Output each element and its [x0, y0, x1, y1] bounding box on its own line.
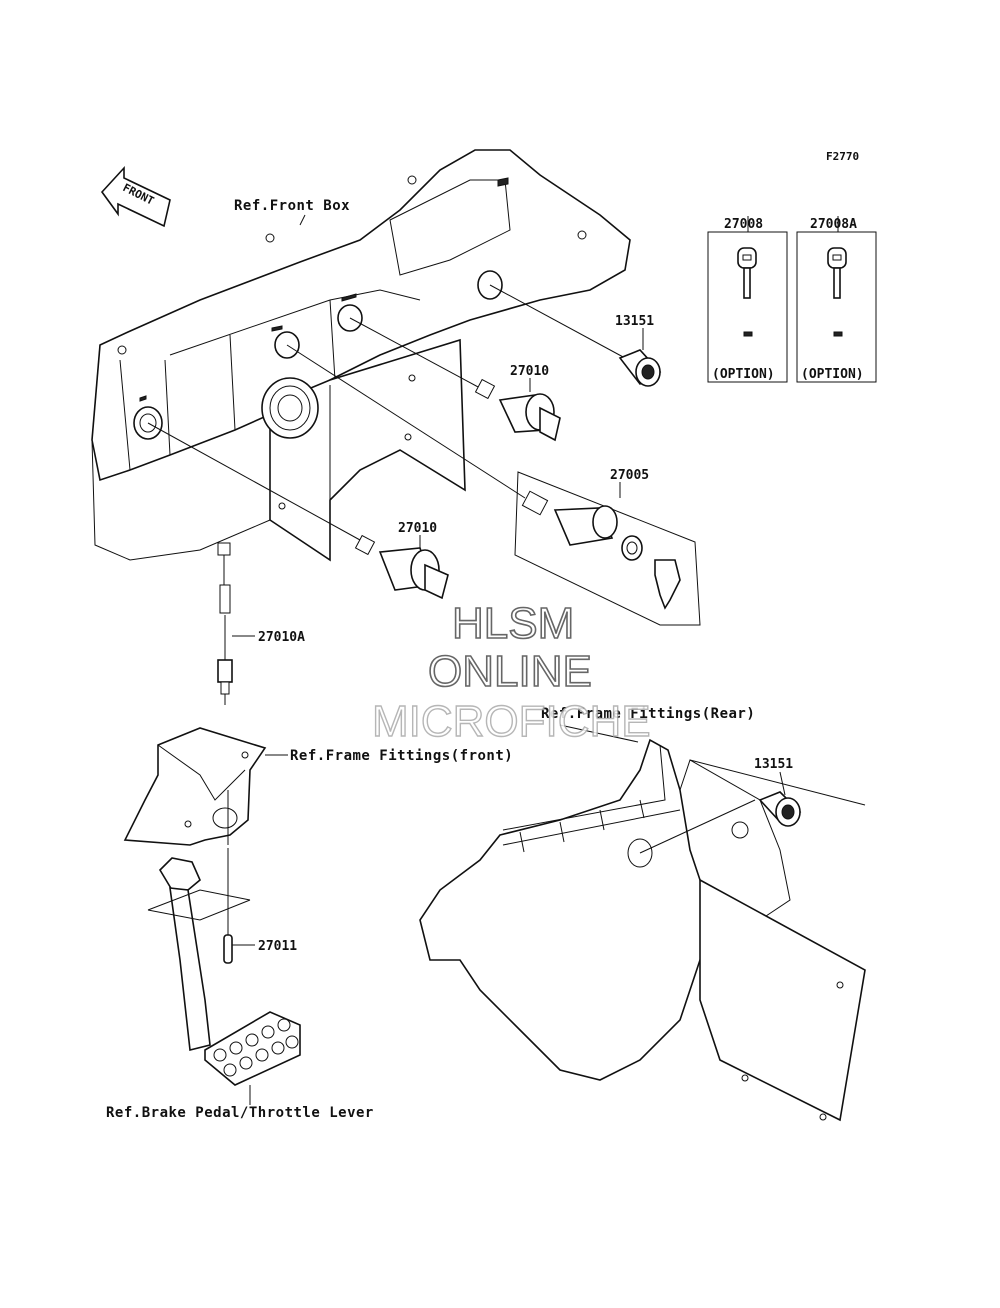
- key-icon: [737, 247, 757, 337]
- frame-fitting-front: [123, 727, 288, 846]
- watermark-line1: HLSM: [452, 599, 574, 648]
- ref-frame-fittings-rear: Ref.Frame Fittings(Rear): [541, 706, 755, 722]
- part-label-27011: 27011: [258, 939, 297, 954]
- ref-front-box: Ref.Front Box: [234, 198, 350, 214]
- key-icon: [827, 247, 847, 337]
- figure-code: F2770: [826, 150, 859, 163]
- part-label-27010A: 27010A: [258, 630, 305, 645]
- ref-frame-fittings-front: Ref.Frame Fittings(front): [290, 748, 513, 764]
- watermark-line3: MICROFICHE: [372, 697, 651, 746]
- part-label-27008: 27008: [724, 217, 763, 232]
- part-label-13151-rear: 13151: [754, 757, 793, 772]
- option-note-27008: (OPTION): [712, 367, 775, 382]
- frame-fitting-rear: [419, 724, 866, 1122]
- dashboard-panel: [91, 149, 631, 562]
- part-13151-rear-socket: [758, 771, 802, 827]
- part-27011-spring: [223, 934, 233, 964]
- leader-lines: [147, 214, 644, 548]
- option-box-27008A: (OPTION): [796, 216, 877, 383]
- part-label-27010-lower: 27010: [398, 521, 437, 536]
- part-label-27008A: 27008A: [810, 217, 857, 232]
- part-13151-socket: [618, 349, 662, 387]
- part-27005-ignition-switch: [514, 471, 701, 626]
- watermark-line2: ONLINE: [428, 647, 592, 696]
- option-box-27008: (OPTION): [707, 216, 788, 383]
- part-label-27010-upper: 27010: [510, 364, 549, 379]
- part-27010A-brake-switch: [217, 542, 255, 705]
- pedal-pad-holes: [213, 1018, 299, 1077]
- brake-pedal: [147, 848, 301, 1105]
- ref-brake-pedal: Ref.Brake Pedal/Throttle Lever: [106, 1105, 374, 1121]
- part-27010-upper-switch: [474, 378, 561, 442]
- front-arrow-icon: FRONT: [100, 165, 171, 228]
- part-label-27005: 27005: [610, 468, 649, 483]
- part-label-13151-top: 13151: [615, 314, 654, 329]
- option-note-27008A: (OPTION): [801, 367, 864, 382]
- part-27010-lower-switch: [354, 534, 449, 600]
